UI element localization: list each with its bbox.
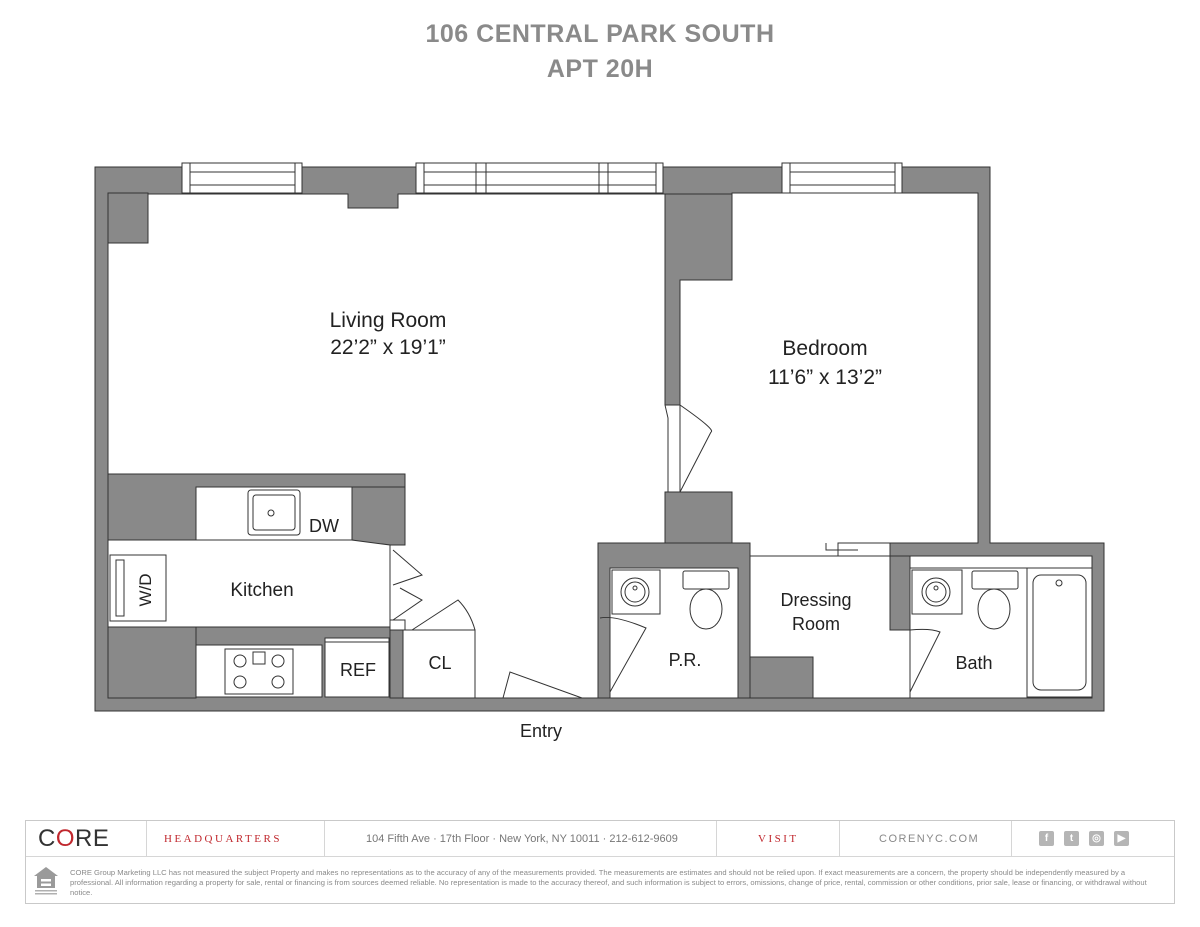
bedroom-door (679, 404, 713, 493)
living-room-name: Living Room (330, 309, 447, 332)
twitter-icon[interactable]: t (1064, 831, 1079, 846)
kitchen-door (392, 549, 423, 621)
window-2 (415, 162, 664, 194)
instagram-icon[interactable]: ◎ (1089, 831, 1104, 846)
doors (392, 404, 941, 699)
kitchen-name: Kitchen (230, 580, 293, 601)
headquarters-address: 104 Fifth Ave · 17th Floor · New York, N… (366, 832, 678, 845)
dishwasher-label: DW (309, 516, 339, 536)
bedroom-size: 11’6” x 13’2” (768, 366, 882, 389)
kitchen-fixtures (109, 486, 390, 698)
bathroom-fixtures (611, 567, 1093, 698)
dressing-room-label-2: Room (792, 614, 840, 634)
interior-walls (107, 192, 911, 699)
closet-area (402, 629, 476, 699)
floor-plan: Living Room 22’2” x 19’1” Bedroom 11’6” … (94, 162, 1105, 741)
room-labels: Living Room 22’2” x 19’1” Bedroom 11’6” … (136, 309, 993, 741)
living-room-size: 22’2” x 19’1” (330, 336, 446, 359)
unit-number: APT 20H (546, 55, 654, 83)
washer-dryer-label: W/D (136, 573, 155, 606)
entry-label: Entry (520, 721, 562, 741)
youtube-icon[interactable]: ▶ (1114, 831, 1129, 846)
refrigerator-label: REF (340, 660, 376, 680)
social-links: f t ◎ ▶ (1039, 821, 1129, 856)
bedroom-divider-bottom (664, 491, 733, 544)
refrigerator (324, 637, 390, 698)
bedroom-area (679, 192, 979, 557)
dressing-sliding-door (825, 543, 858, 551)
bath-door (909, 628, 941, 693)
living-room-area (107, 193, 669, 699)
powder-room-label: P.R. (669, 650, 702, 670)
building-address: 106 CENTRAL PARK SOUTH (425, 20, 775, 48)
legal-disclaimer: CORE Group Marketing LLC has not measure… (70, 868, 1147, 897)
bath-wall (889, 555, 911, 631)
headquarters-label: HEADQUARTERS (164, 832, 282, 845)
living-corner (107, 192, 149, 244)
bedroom-name: Bedroom (782, 337, 867, 360)
entry-door (502, 671, 583, 699)
closet-label: CL (428, 653, 451, 673)
kitchen-wall-lower-left (107, 626, 197, 699)
bath-label: Bath (955, 653, 992, 673)
bath-toilet-tank (971, 570, 1019, 590)
pr-toilet-bowl (689, 588, 723, 630)
closet-door (411, 599, 476, 631)
pr-toilet-tank (682, 570, 730, 590)
website-link[interactable]: CORENYC.COM (879, 832, 980, 845)
facebook-icon[interactable]: f (1039, 831, 1054, 846)
equal-housing-opportunity-icon (34, 867, 58, 895)
windows (181, 162, 903, 194)
window-3 (781, 162, 903, 194)
pr-door (599, 617, 647, 693)
dressing-room-wall (749, 656, 814, 699)
visit-label: VISIT (758, 832, 799, 845)
window-1 (181, 162, 303, 194)
bath-toilet-bowl (977, 588, 1011, 630)
closet-wall (389, 629, 404, 699)
dressing-room-label-1: Dressing (780, 590, 851, 610)
